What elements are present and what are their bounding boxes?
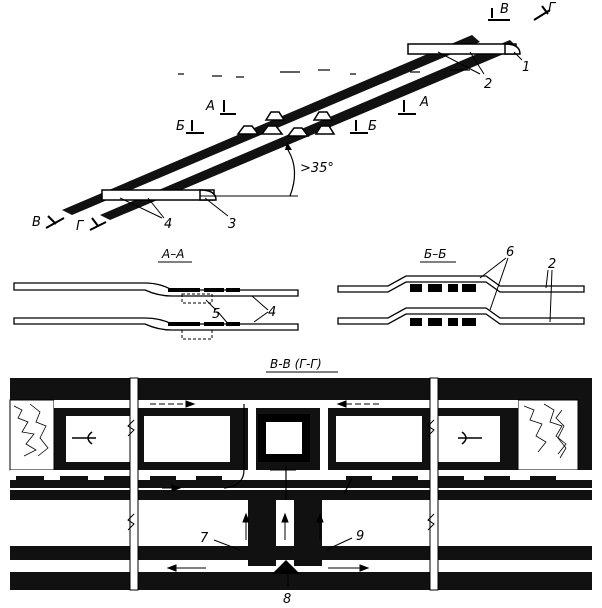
top-view: >35° 1 2 3 4 В Г А А Б Б В: [32, 1, 557, 234]
section-vv: В-В (Г-Г): [9, 357, 592, 607]
seam-aa-upper: [13, 282, 299, 297]
callout-6: 6: [506, 245, 514, 260]
callout-4-aa: 4: [268, 305, 276, 320]
callout-8: 8: [283, 592, 291, 607]
seam-bb-upper: [337, 275, 585, 293]
mark-v-bottom: В: [32, 215, 41, 230]
mark-b-left: Б: [176, 119, 185, 134]
mark-a-left: А: [205, 99, 215, 114]
rock-left: [9, 399, 55, 471]
chock: [312, 111, 334, 121]
mark-g-top: Г: [548, 1, 557, 16]
lower-end-slab: [101, 189, 215, 201]
angle-arrow: [285, 142, 292, 150]
mark-v-top: В: [500, 2, 509, 17]
callout-2: 2: [484, 77, 492, 92]
angle-label: >35°: [300, 161, 334, 176]
mark-b-right: Б: [368, 119, 377, 134]
section-vv-title: В-В (Г-Г): [270, 357, 322, 371]
callout-9: 9: [356, 529, 364, 544]
pillar-right: [294, 494, 322, 566]
rock-right: [517, 399, 579, 471]
section-aa-title: А–А: [161, 247, 184, 261]
callout-1: 1: [522, 60, 530, 75]
section-bb-title: Б–Б: [424, 247, 446, 261]
chock: [260, 125, 284, 135]
pillar-left: [248, 494, 276, 566]
mark-a-right: А: [419, 95, 429, 110]
callout-7: 7: [200, 531, 209, 546]
chock: [314, 125, 336, 135]
callout-4: 4: [164, 217, 172, 232]
callout-2-bb: 2: [548, 257, 556, 272]
seam-band-lower: [100, 40, 518, 220]
callout-3: 3: [228, 217, 236, 232]
seam-band-upper: [62, 35, 480, 215]
section-bb: Б–Б 6 2: [337, 245, 585, 326]
section-aa: А–А 5 4: [13, 247, 299, 340]
seam-aa-lower: [13, 317, 299, 331]
callout-1-shape: [504, 43, 521, 55]
seam-bb-lower: [337, 307, 585, 325]
angle-arc: [287, 149, 296, 197]
chock: [236, 125, 260, 135]
chock: [286, 127, 310, 137]
chock: [264, 111, 286, 121]
upper-end-slab: [407, 43, 517, 55]
mark-g-bottom: Г: [76, 219, 85, 234]
callout-5: 5: [212, 307, 220, 322]
callout-3-shape: [199, 189, 217, 201]
